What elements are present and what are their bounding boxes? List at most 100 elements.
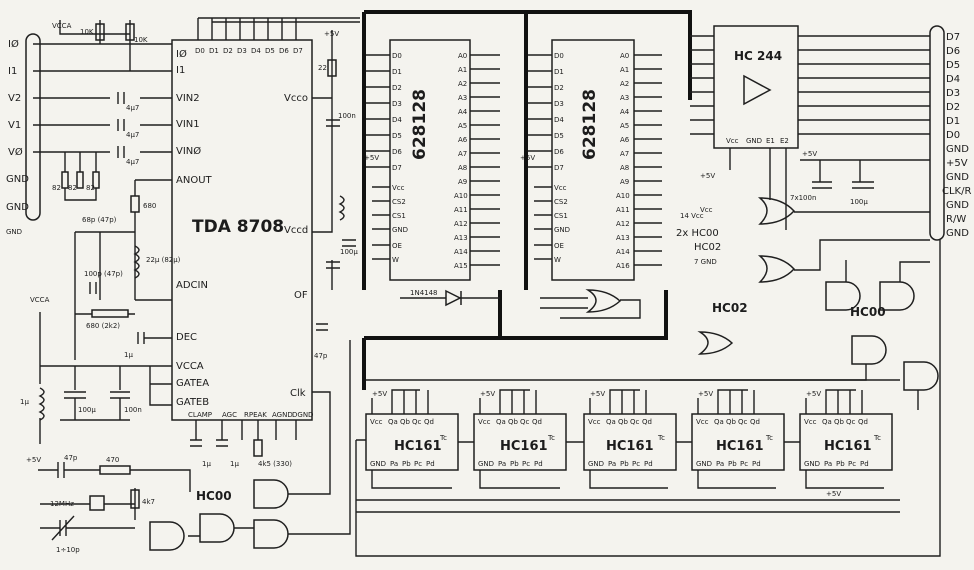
c5-pin-pa: Pa [824,460,832,468]
ram2-pin-a13: A13 [616,234,630,242]
c1-pin-pc: Pc [414,460,422,468]
resistor-82-c [92,171,100,189]
ram1-pin-cs1: CS1 [392,212,406,220]
input-capacitors [117,92,125,158]
c4-pin-qd: Qd [750,418,760,426]
ram2-pin-a6: A6 [620,136,630,144]
hc02-a-label: HC02 [712,301,748,315]
nor-gate-ram [585,289,622,313]
ram1-pin-a13: A13 [454,234,468,242]
ram1-pin-a5: A5 [458,122,467,130]
hc244-chip-label: HC 244 [734,49,782,63]
ram2-pin-a1: A1 [620,66,629,74]
ram2-pin-a4: A4 [620,108,630,116]
adc-pin-dgnd: DGND [292,411,313,419]
connector-labels: D7 D6 D5 D4 D3 D2 D1 D0 GND +5V GND CLK/… [942,32,971,239]
c5-pin-gnd: GND [804,460,820,468]
adc-pin-i0: IØ [176,48,187,60]
conn-gnd-d: GND [946,228,969,239]
ram2-pin-a3: A3 [620,94,629,102]
p5v-right-label: +5V [802,150,817,158]
gnd-left-bottom-label: GND [6,228,22,236]
conn-d5: D5 [946,60,960,71]
adc-pin-agc: AGC [222,411,237,419]
ram1-pin-a14: A14 [454,248,468,256]
hc244-pin-vcc: Vcc [726,137,739,145]
resistor-82-a [61,171,69,189]
ram1-pin-d5: D5 [392,132,402,140]
ram1-pin-a7: A7 [458,150,467,158]
inductor-supply [338,195,345,221]
diode-label: 1N4148 [410,289,438,297]
inductor-22u [133,245,140,279]
c3-pin-qa: Qa [606,418,616,426]
l22u-label: 22μ (82μ) [146,256,181,264]
c5-pin-qb: Qb [834,418,845,426]
ram2-pin-a8: A8 [620,164,629,172]
adc-pin-d0: D0 [195,47,205,55]
ram1-pin-d7: D7 [392,164,402,172]
hc244-pin-e2: E2 [780,137,789,145]
c4-pin-vcc: Vcc [696,418,709,426]
ram1-pin-a9: A9 [458,178,467,186]
p5v-gate-label: +5V [700,172,715,180]
c1-pin-pa: Pa [390,460,398,468]
adc-pin-agnd: AGND [272,411,293,419]
c68p-label: 68p (47p) [82,216,117,224]
counter-2-pins: Vcc Qa Qb Qc Qd Tc GND Pa Pb Pc Pd [478,418,555,468]
c5-pin-qd: Qd [858,418,868,426]
c3-pin-pb: Pb [620,460,629,468]
r82-label-c: 82 [86,184,95,192]
adc-chip-label: TDA 8708 [192,217,284,237]
c100u-c-label: 100μ [850,198,868,206]
resistor-10k-b [125,23,135,41]
ram2-pin-d1: D1 [554,68,564,76]
c4-pin-qc: Qc [738,418,748,426]
c3-pin-pc: Pc [632,460,640,468]
hc244-pin-gnd: GND [746,137,762,145]
resistor-470 [99,465,131,475]
adc-pin-vin1: VIN1 [176,119,200,130]
ram1-pin-a11: A11 [454,206,468,214]
c100n-label: 100n [124,406,142,414]
input-v0-label: VØ [8,146,23,158]
conn-gnd-b: GND [946,172,969,183]
gate-list-gnd: 7 GND [694,258,717,266]
c1-pin-pd: Pd [426,460,435,468]
c4u7-label-b: 4μ7 [126,131,139,139]
input-v2-label: V2 [8,93,21,104]
diode-1n4148 [445,289,462,307]
ram1-pin-gnd: GND [392,226,408,234]
c100n-b-label: 100n [338,112,356,120]
ram1-pin-a2: A2 [458,80,467,88]
ram2-chip-body [551,39,635,281]
ram2-pin-a10: A10 [616,192,630,200]
ram1-pin-w: W [392,256,399,264]
ram2-chip-label: 628128 [580,89,600,160]
c3-pin-qb: Qb [618,418,629,426]
hc244-chip-body [713,25,799,149]
c1-pin-qa: Qa [388,418,398,426]
c1-pin-qb: Qb [400,418,411,426]
ram1-chip-label: 628128 [410,89,430,160]
l1u-label: 1μ [20,398,29,406]
c1ub-label: 1μ [230,460,239,468]
c1-pin-gnd: GND [370,460,386,468]
input-connector [25,33,41,221]
conn-p5v: +5V [946,158,968,169]
ram1-pin-oe: OE [392,242,402,250]
conn-d0: D0 [946,130,960,141]
gate-list-vcc: 14 Vcc [680,212,704,220]
c1-pin-qc: Qc [412,418,422,426]
hc244-buffer-symbol [743,74,772,106]
r680b-label: 680 (2k2) [86,322,120,330]
adc-data-pin-row: D0 D1 D2 D3 D4 D5 D6 D7 [195,47,303,55]
ram2-pin-d0: D0 [554,52,564,60]
p5v-c5-label: +5V [806,390,821,398]
adc-pin-anout: ANOUT [176,175,213,186]
input-i0-label: IØ [8,38,19,50]
adc-pin-d1: D1 [209,47,219,55]
p5v-c2-label: +5V [480,390,495,398]
r82-label-b: 82 [68,184,77,192]
gate-list-hc02: HC02 [694,242,721,253]
